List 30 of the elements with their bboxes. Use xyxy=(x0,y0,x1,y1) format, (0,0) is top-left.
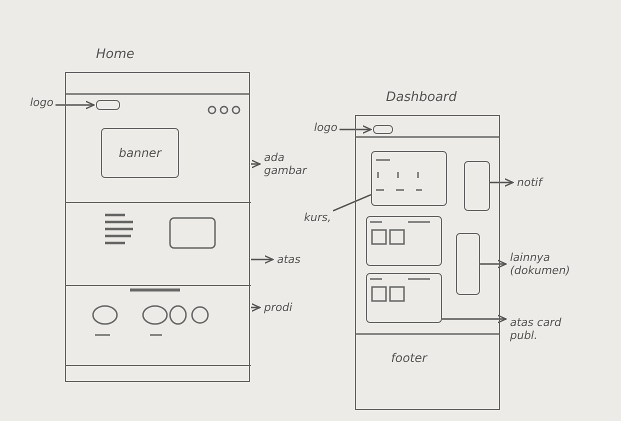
annotation-text: kurs, xyxy=(302,210,334,225)
annotation-text: notif xyxy=(515,175,544,190)
arrow xyxy=(442,314,507,324)
annotation-text: ada gambar xyxy=(262,150,322,178)
side-panel xyxy=(456,233,480,295)
content-card xyxy=(366,216,442,266)
arrow xyxy=(340,125,372,134)
arrow xyxy=(251,303,261,312)
arrow xyxy=(490,178,514,187)
small-placeholder-box xyxy=(373,125,393,134)
annotation-text: atas xyxy=(275,252,303,267)
content-card xyxy=(366,273,442,323)
small-placeholder-box xyxy=(96,100,120,110)
notif-panel xyxy=(464,161,490,211)
page-title: Dashboard xyxy=(386,90,457,105)
annotation-text: logo xyxy=(312,120,340,135)
arrow xyxy=(251,160,261,168)
arrow xyxy=(251,255,274,264)
leader-line xyxy=(332,194,372,212)
banner-box xyxy=(101,128,179,178)
annotation-text: prodi xyxy=(262,300,294,315)
page-title: Home xyxy=(96,47,134,62)
arrow xyxy=(480,260,507,268)
arrow xyxy=(56,100,95,110)
annotation-text: lainnya (dokumen) xyxy=(508,250,588,278)
footer-text: footer xyxy=(391,351,427,365)
annotation-text: logo xyxy=(28,95,56,110)
info-card xyxy=(371,151,447,206)
banner-label: banner xyxy=(118,146,162,160)
annotation-text: atas card publ. xyxy=(508,315,578,343)
